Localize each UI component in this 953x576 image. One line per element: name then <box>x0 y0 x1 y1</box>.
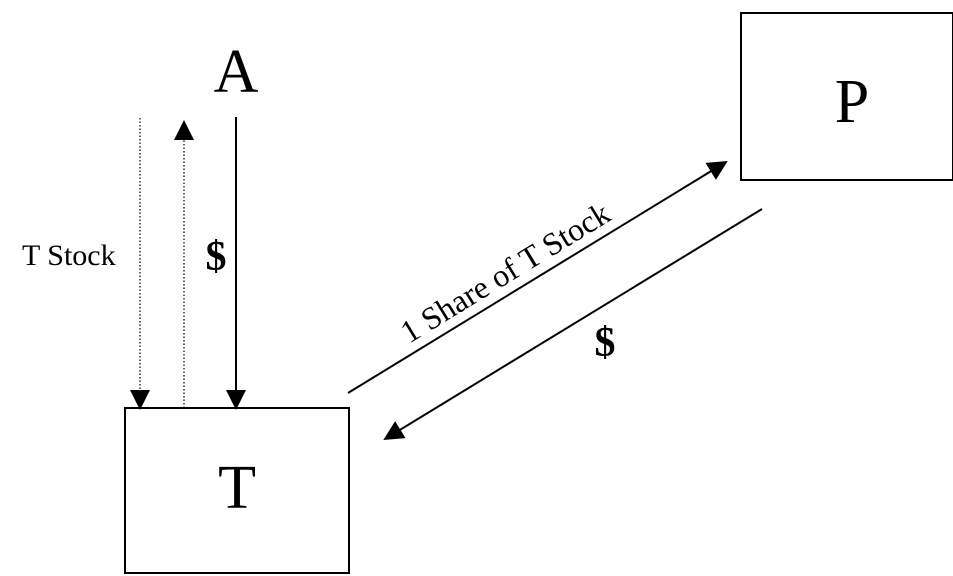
node-p-box <box>740 12 953 181</box>
share-arrow <box>347 160 728 394</box>
t-stock-label: T Stock <box>22 239 116 272</box>
dollar-return-arrow <box>383 208 763 441</box>
node-a-label: A <box>214 38 259 106</box>
share-label: 1 Share of T Stock <box>394 195 616 350</box>
dollar-label-p: $ <box>595 320 616 366</box>
node-p-label: P <box>835 68 869 136</box>
node-t: T <box>124 407 350 574</box>
node-t-label: T <box>218 454 256 522</box>
dollar-label-a: $ <box>206 234 227 280</box>
node-p: P <box>740 12 953 181</box>
